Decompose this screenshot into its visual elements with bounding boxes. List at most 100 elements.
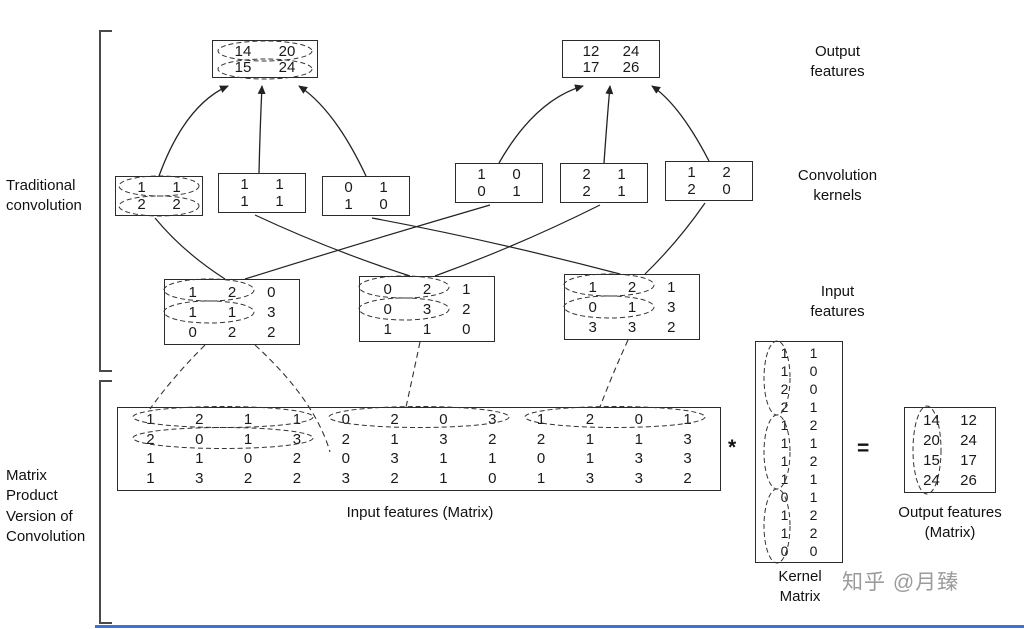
matrix-cell: 0: [243, 450, 253, 468]
arrow-kernel3-to-output1: [298, 85, 367, 177]
matrix-cell: 1: [146, 469, 155, 487]
matrix-cell: 1: [488, 450, 497, 468]
matrix-cell: 0: [809, 543, 818, 559]
matrix-cell: 2: [146, 430, 155, 448]
matrix-cell: 3: [341, 469, 350, 487]
matrix-cell: 0: [809, 363, 818, 379]
matrix-cell: 1: [292, 411, 302, 429]
matrix-cell: 0: [439, 411, 448, 429]
matrix-cell: 1: [780, 525, 789, 541]
matrix-cell: 2: [536, 430, 546, 448]
output-matrix-label: Output features (Matrix): [898, 504, 1002, 542]
matrix-cell: 2: [390, 469, 399, 487]
matrix-cell: 2: [809, 525, 818, 541]
matrix-cell: 1: [137, 179, 146, 196]
matrix-cell: 1: [683, 411, 692, 429]
output-features-label: Output features: [810, 43, 865, 81]
matrix-cell: 24: [622, 42, 640, 60]
matrix-cell: 1: [439, 450, 448, 468]
matrix-cell: 1: [227, 303, 237, 321]
matrix-cell: 0: [383, 280, 392, 298]
matrix-cell: 1: [275, 176, 284, 193]
matrix-cell: 2: [390, 411, 399, 429]
link-input2-kernel2: [254, 214, 411, 277]
matrix-cell: 2: [667, 318, 676, 336]
matrix-cell: 3: [627, 318, 637, 336]
matrix-cell: 1: [390, 430, 399, 448]
matrix-cell: 2: [809, 507, 818, 523]
matrix-cell: 0: [780, 543, 789, 559]
matrix-cell: 1: [243, 430, 253, 448]
matrix-cell: 0: [267, 283, 276, 301]
matrix-cell: 1: [422, 320, 432, 338]
matrix-cell: 2: [341, 430, 350, 448]
matrix-cell: 24: [923, 471, 940, 489]
matrix-cell: 3: [422, 300, 432, 318]
matrix-cell: 1: [477, 166, 486, 183]
matrix-cell: 2: [582, 183, 591, 200]
input-matrix-label: Input features (Matrix): [346, 504, 494, 521]
matrix-cell: 0: [588, 298, 597, 316]
matrix-cell: 1: [195, 450, 204, 468]
bottom-border-line: [95, 625, 1024, 628]
matrix-cell: 1: [462, 280, 471, 298]
matrix-cell: 2: [172, 196, 181, 213]
matrix-cell: 14: [923, 411, 940, 429]
matrix-cell: 2: [809, 453, 818, 469]
matrix-cell: 3: [585, 469, 595, 487]
matrix-cell: 1: [617, 166, 626, 183]
matrix-cell: 1: [780, 471, 789, 487]
matrix-cell: 1: [809, 345, 818, 361]
matrix-cell: 1: [240, 193, 249, 210]
link-input3-kernel3: [371, 217, 621, 275]
matrix-section-bracket: [99, 380, 112, 624]
matrix-cell: 1: [667, 278, 676, 296]
matrix-cell: 0: [341, 411, 350, 429]
matrix-cell: 1: [275, 193, 284, 210]
flatten-link-input2: [405, 341, 421, 408]
matrix-cell: 1: [383, 320, 392, 338]
matrix-cell: 0: [809, 381, 818, 397]
traditional-section-bracket: [99, 30, 112, 372]
arrow-kernel4-to-output2: [498, 84, 584, 164]
matrix-cell: 3: [292, 430, 302, 448]
arrow-kernel5-to-output2: [603, 85, 614, 164]
matrix-cell: 0: [188, 323, 197, 341]
matrix-cell: 2: [809, 417, 818, 433]
matrix-cell: 17: [582, 58, 600, 76]
matrix-cell: 20: [923, 431, 940, 449]
matrix-cell: 12: [582, 42, 600, 60]
matrix-cell: 1: [780, 507, 789, 523]
matrix-cell: 2: [292, 469, 302, 487]
matrix-cell: 2: [683, 469, 692, 487]
matrix-cell: 1: [809, 435, 818, 451]
arrow-kernel1-to-output1: [158, 85, 229, 177]
convolution-kernels-label: Convolution kernels: [797, 167, 878, 205]
output-feature-map-2: 12 24 17 26: [562, 40, 660, 78]
matrix-cell: 1: [780, 453, 789, 469]
matrix-cell: 0: [195, 430, 204, 448]
matrix-cell: 3: [634, 450, 643, 468]
matrix-cell: 1: [780, 417, 789, 433]
matrix-cell: 1: [146, 411, 155, 429]
matrix-cell: 12: [960, 411, 977, 429]
matrix-cell: 2: [243, 469, 253, 487]
matrix-cell: 3: [683, 450, 692, 468]
matrix-cell: 1: [809, 399, 818, 415]
matrix-cell: 0: [344, 179, 353, 196]
matrix-cell: 26: [622, 58, 640, 76]
matrix-cell: 1: [344, 196, 353, 213]
matrix-cell: 2: [488, 430, 497, 448]
matrix-cell: 0: [634, 411, 643, 429]
matrix-cell: 2: [227, 283, 237, 301]
matrix-cell: 3: [667, 298, 676, 316]
matrix-cell: 15: [234, 58, 252, 76]
